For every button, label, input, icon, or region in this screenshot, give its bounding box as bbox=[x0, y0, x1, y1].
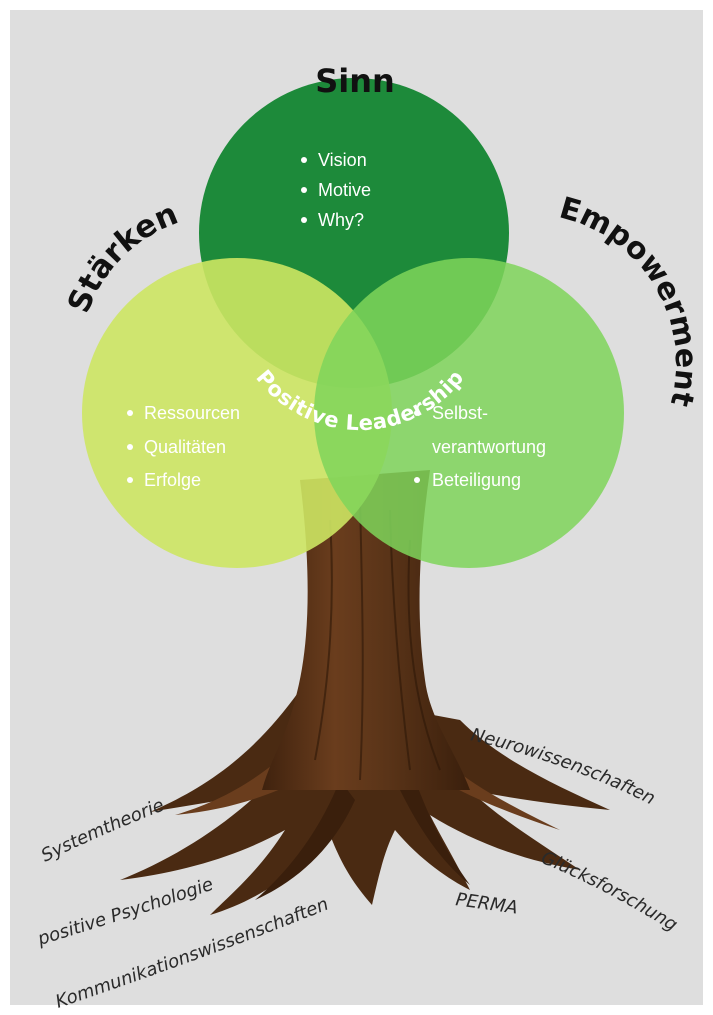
sinn-item: Why? bbox=[318, 210, 364, 230]
empowerment-item: Selbst- bbox=[432, 403, 488, 423]
bullet-dot bbox=[301, 187, 307, 193]
staerken-list: Ressourcen Qualitäten Erfolge bbox=[127, 403, 240, 490]
bullet-dot bbox=[127, 410, 133, 416]
bullet-dot bbox=[301, 157, 307, 163]
empowerment-item: verantwortung bbox=[432, 437, 546, 457]
staerken-item: Ressourcen bbox=[144, 403, 240, 423]
bullet-dot bbox=[301, 217, 307, 223]
sinn-item: Motive bbox=[318, 180, 371, 200]
bullet-dot bbox=[414, 410, 420, 416]
sinn-list: Vision Motive Why? bbox=[301, 150, 371, 230]
bullet-dot bbox=[414, 477, 420, 483]
empowerment-item: Beteiligung bbox=[432, 470, 521, 490]
staerken-item: Qualitäten bbox=[144, 437, 226, 457]
staerken-circle bbox=[82, 258, 392, 568]
bullet-dot bbox=[127, 477, 133, 483]
sinn-title: Sinn bbox=[315, 62, 395, 100]
staerken-item: Erfolge bbox=[144, 470, 201, 490]
empowerment-circle bbox=[314, 258, 624, 568]
sinn-item: Vision bbox=[318, 150, 367, 170]
empowerment-list: Selbst- verantwortung Beteiligung bbox=[414, 403, 546, 490]
bullet-dot bbox=[127, 444, 133, 450]
